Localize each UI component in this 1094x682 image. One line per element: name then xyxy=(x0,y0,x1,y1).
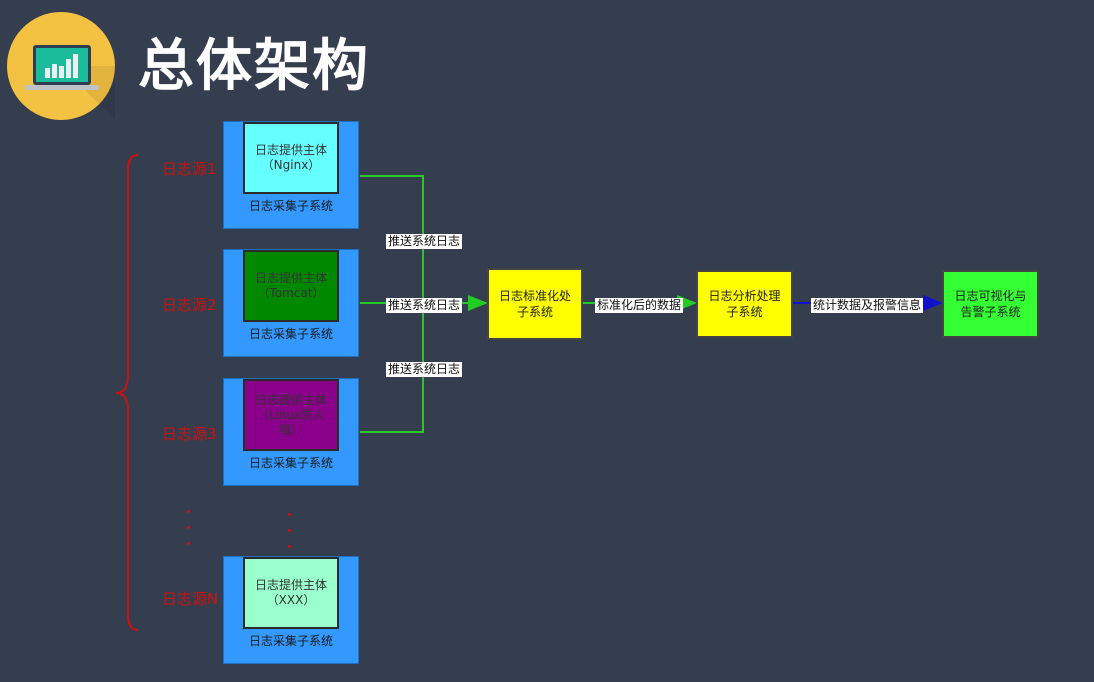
collector-box-2: 日志提供主体 （Tomcat） 日志采集子系统 xyxy=(223,249,359,357)
provider-box-3: 日志提供主体 （Linux防火墙） xyxy=(243,379,339,451)
collector-label: 日志采集子系统 xyxy=(248,199,333,213)
normalize-subsystem-label: 日志标准化处子系统 xyxy=(498,289,571,319)
provider-detail: （XXX） xyxy=(266,593,316,607)
collector-label: 日志采集子系统 xyxy=(248,456,333,470)
ellipsis-dot xyxy=(187,542,190,545)
edge-label-stats: 统计数据及报警信息 xyxy=(811,298,924,313)
provider-box-n: 日志提供主体 （XXX） xyxy=(243,557,339,629)
ellipsis-dot xyxy=(288,529,291,532)
normalize-subsystem-box: 日志标准化处子系统 xyxy=(487,268,583,340)
source-brace xyxy=(115,154,139,631)
provider-name: 日志提供主体 xyxy=(254,392,327,407)
provider-name: 日志提供主体 xyxy=(254,578,327,592)
source-label-3: 日志源3 xyxy=(162,425,217,443)
edge-label-push-1: 推送系统日志 xyxy=(386,234,463,249)
logo-badge xyxy=(7,12,115,120)
collector-box-1: 日志提供主体 （Nginx） 日志采集子系统 xyxy=(223,121,359,229)
provider-detail: （Linux防火墙） xyxy=(256,407,326,437)
provider-detail: （Tomcat） xyxy=(257,286,325,300)
source-label-2: 日志源2 xyxy=(162,296,217,314)
collector-box-n: 日志提供主体 （XXX） 日志采集子系统 xyxy=(223,556,359,664)
edge-label-push-3: 推送系统日志 xyxy=(386,362,463,377)
source-label-n: 日志源N xyxy=(162,590,219,608)
collector-label: 日志采集子系统 xyxy=(248,634,333,648)
edge-label-push-2: 推送系统日志 xyxy=(386,298,463,313)
edge-label-standardized: 标准化后的数据 xyxy=(595,298,684,313)
ellipsis-dot xyxy=(288,513,291,516)
visualization-subsystem-label: 日志可视化与告警子系统 xyxy=(954,289,1027,319)
provider-name: 日志提供主体 xyxy=(254,143,327,157)
ellipsis-dot xyxy=(288,545,291,548)
source-label-1: 日志源1 xyxy=(162,160,217,178)
provider-box-1: 日志提供主体 （Nginx） xyxy=(243,122,339,194)
analysis-subsystem-label: 日志分析处理子系统 xyxy=(708,289,781,319)
provider-detail: （Nginx） xyxy=(261,158,321,172)
provider-name: 日志提供主体 xyxy=(254,271,327,285)
provider-box-2: 日志提供主体 （Tomcat） xyxy=(243,250,339,322)
ellipsis-dot xyxy=(187,526,190,529)
laptop-chart-icon xyxy=(25,45,115,120)
collector-box-3: 日志提供主体 （Linux防火墙） 日志采集子系统 xyxy=(223,378,359,486)
ellipsis-dot xyxy=(187,510,190,513)
page-title: 总体架构 xyxy=(138,34,370,99)
collector-label: 日志采集子系统 xyxy=(248,327,333,341)
analysis-subsystem-box: 日志分析处理子系统 xyxy=(696,270,793,338)
visualization-subsystem-box: 日志可视化与告警子系统 xyxy=(942,270,1039,338)
